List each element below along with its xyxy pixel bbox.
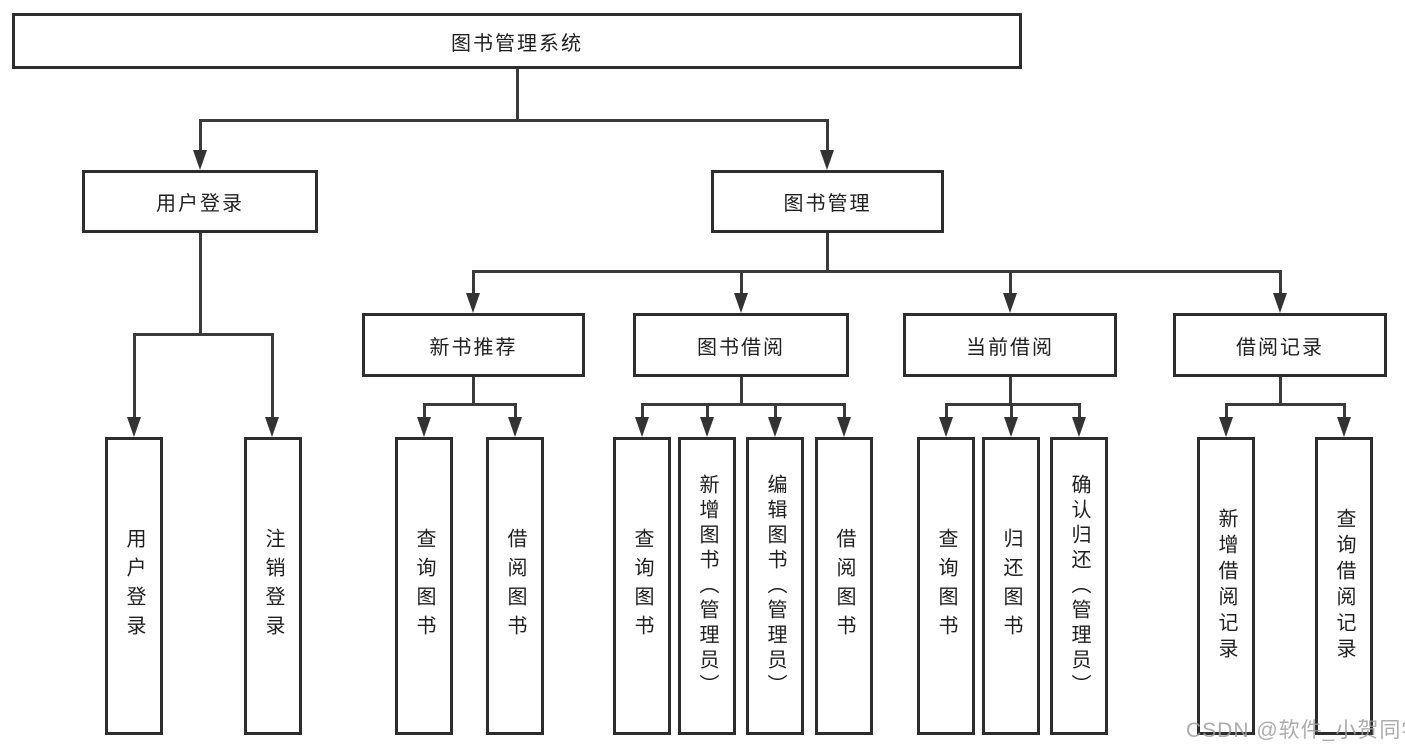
connector-line: [514, 403, 517, 419]
connector-line: [199, 119, 202, 152]
leaf-newbook-borrow-books: 借阅图书: [486, 437, 544, 735]
node-book-management: 图书管理: [711, 170, 944, 233]
leaf-records-query-borrow-record: 查询借阅记录: [1315, 437, 1373, 735]
connector-line: [706, 403, 709, 419]
arrow-down-icon: [1003, 293, 1017, 313]
arrow-down-icon: [466, 293, 480, 313]
connector-line: [472, 270, 1282, 273]
node-borrow-records: 借阅记录: [1173, 313, 1387, 377]
leaf-records-add-borrow-record: 新增借阅记录: [1197, 437, 1255, 735]
connector-line: [826, 119, 829, 152]
connector-line: [1078, 403, 1081, 419]
connector-line: [133, 333, 274, 336]
connector-line: [1279, 270, 1282, 295]
leaf-borrow-add-books-admin: 新增图书（管理员）: [678, 437, 736, 735]
connector-line: [1225, 403, 1346, 406]
connector-line: [133, 333, 136, 419]
leaf-borrow-borrow-books: 借阅图书: [815, 437, 873, 735]
arrow-down-icon: [635, 417, 649, 437]
arrow-down-icon: [768, 417, 782, 437]
arrow-down-icon: [127, 417, 141, 437]
leaf-current-confirm-return-admin: 确认归还（管理员）: [1050, 437, 1108, 735]
leaf-borrow-query-books: 查询图书: [613, 437, 671, 735]
connector-line: [1279, 377, 1282, 405]
connector-line: [945, 403, 1081, 406]
leaf-borrow-edit-books-admin: 编辑图书（管理员）: [746, 437, 804, 735]
connector-line: [472, 377, 475, 405]
leaf-user-login: 用户登录: [105, 437, 163, 735]
leaf-logout: 注销登录: [244, 437, 302, 735]
connector-line: [740, 270, 743, 295]
connector-line: [1009, 270, 1012, 295]
arrow-down-icon: [1273, 293, 1287, 313]
connector-line: [423, 403, 426, 419]
connector-line: [516, 69, 519, 120]
arrow-down-icon: [265, 417, 279, 437]
connector-line: [1343, 403, 1346, 419]
watermark: CSDN @软件_小贺同学: [1186, 719, 1405, 742]
connector-line: [843, 403, 846, 419]
arrow-down-icon: [1004, 417, 1018, 437]
node-root-system: 图书管理系统: [12, 13, 1022, 69]
arrow-down-icon: [417, 417, 431, 437]
connector-line: [423, 403, 517, 406]
connector-line: [199, 119, 829, 122]
connector-line: [271, 333, 274, 419]
arrow-down-icon: [820, 150, 834, 170]
node-user-login: 用户登录: [82, 170, 318, 233]
connector-line: [740, 377, 743, 405]
connector-line: [472, 270, 475, 295]
node-book-borrow: 图书借阅: [633, 313, 849, 377]
node-new-book-recommend: 新书推荐: [362, 313, 585, 377]
arrow-down-icon: [734, 293, 748, 313]
connector-line: [1009, 377, 1012, 405]
arrow-down-icon: [1219, 417, 1233, 437]
arrow-down-icon: [1072, 417, 1086, 437]
arrow-down-icon: [508, 417, 522, 437]
connector-line: [641, 403, 644, 419]
connector-line: [945, 403, 948, 419]
connector-line: [1010, 403, 1013, 419]
arrow-down-icon: [939, 417, 953, 437]
connector-line: [1225, 403, 1228, 419]
arrow-down-icon: [1337, 417, 1351, 437]
connector-line: [641, 403, 846, 406]
connector-line: [774, 403, 777, 419]
leaf-current-return-books: 归还图书: [982, 437, 1040, 735]
connector-line: [826, 233, 829, 272]
arrow-down-icon: [700, 417, 714, 437]
leaf-current-query-books: 查询图书: [917, 437, 975, 735]
connector-line: [199, 233, 202, 334]
node-current-borrow: 当前借阅: [903, 313, 1117, 377]
arrow-down-icon: [193, 150, 207, 170]
arrow-down-icon: [837, 417, 851, 437]
leaf-newbook-query-books: 查询图书: [395, 437, 453, 735]
